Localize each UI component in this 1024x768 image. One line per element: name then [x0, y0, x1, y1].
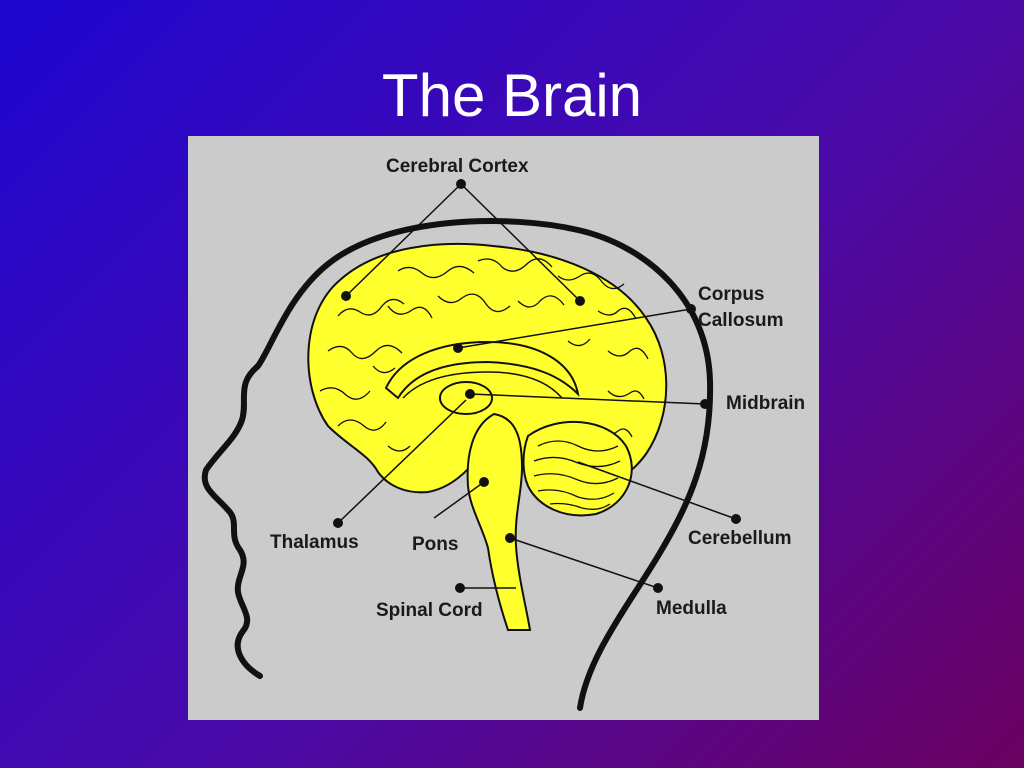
- label-pons: Pons: [412, 534, 458, 555]
- label-points: [333, 179, 741, 593]
- label-thalamus: Thalamus: [270, 532, 359, 553]
- cerebellum-shape: [522, 420, 633, 517]
- label-cerebral-cortex: Cerebral Cortex: [386, 156, 529, 177]
- corpus-callosum-shape: [384, 340, 580, 400]
- leader-lines: [337, 183, 737, 589]
- label-medulla: Medulla: [656, 598, 727, 619]
- brainstem-shape: [466, 412, 532, 631]
- label-cerebellum: Cerebellum: [688, 528, 791, 549]
- label-midbrain: Midbrain: [726, 393, 805, 414]
- cerebellum-folia: [533, 440, 621, 510]
- label-spinal-cord: Spinal Cord: [376, 600, 483, 621]
- label-corpus: Corpus: [698, 284, 765, 305]
- label-callosum: Callosum: [698, 310, 784, 331]
- slide-title: The Brain: [381, 62, 643, 129]
- brain-diagram-svg: Cerebral Cortex Corpus Callosum Midbrain…: [201, 156, 805, 711]
- head-outline: [201, 218, 714, 711]
- brain-diagram: Cerebral Cortex Corpus Callosum Midbrain…: [188, 136, 819, 720]
- thalamus-shape: [439, 381, 493, 415]
